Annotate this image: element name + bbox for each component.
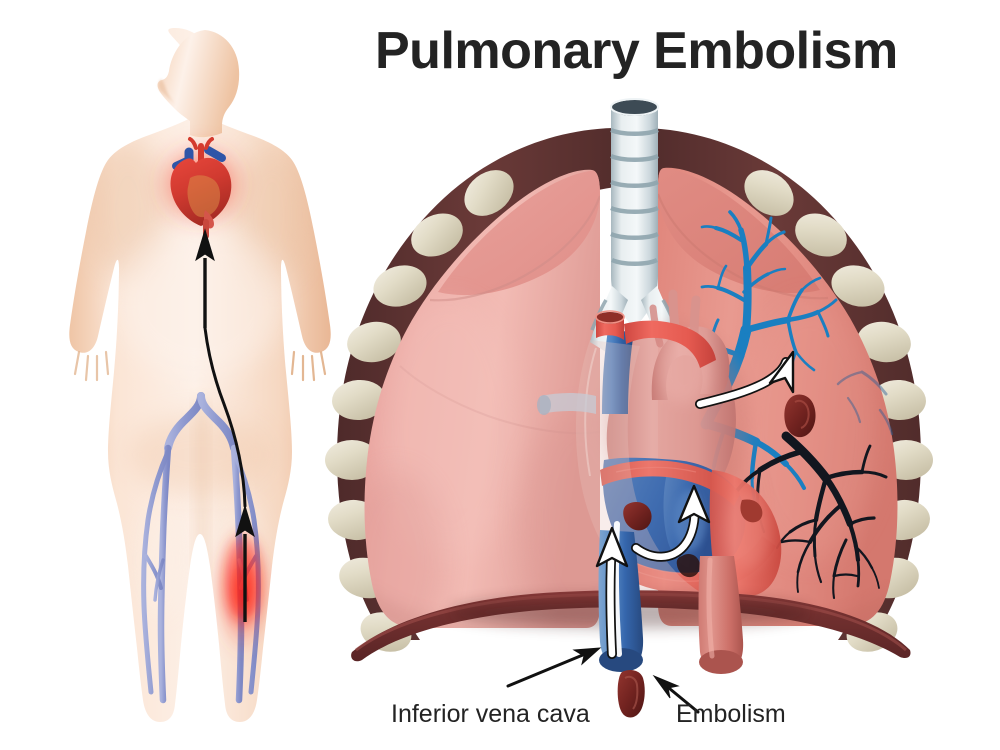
right-hand bbox=[290, 350, 327, 382]
left-hand bbox=[73, 350, 110, 382]
flow-arrow-right-heart bbox=[631, 484, 711, 562]
label-leader-arrows bbox=[506, 647, 700, 714]
thorax-cutaway bbox=[325, 98, 933, 718]
clot-path-arrows bbox=[195, 228, 255, 622]
dvt-inflammation-glow bbox=[213, 526, 273, 658]
chest-wall-right bbox=[630, 127, 921, 641]
body-heart bbox=[149, 134, 253, 239]
embolus-flow-arrows bbox=[595, 350, 795, 659]
label-inferior-vena-cava: Inferior vena cava bbox=[391, 700, 590, 728]
label-embolism: Embolism bbox=[676, 700, 786, 728]
embolism-specimen bbox=[617, 670, 645, 718]
chest-wall bbox=[337, 127, 628, 641]
pulmonary-vein-ghost bbox=[836, 370, 894, 436]
lung-left bbox=[364, 169, 600, 629]
flow-arrow-pulmonary-artery bbox=[695, 350, 795, 409]
trachea-lumen bbox=[611, 100, 658, 116]
face-profile-shadow bbox=[158, 79, 176, 105]
page-title: Pulmonary Embolism bbox=[375, 22, 898, 80]
flow-arrow-ivc bbox=[595, 526, 629, 659]
heart bbox=[537, 289, 782, 597]
head-profile bbox=[157, 30, 240, 138]
lodged-embolus bbox=[784, 394, 816, 438]
superior-vena-cava bbox=[602, 330, 634, 414]
clot-in-right-atrium bbox=[623, 502, 652, 531]
descending-aorta bbox=[698, 556, 744, 674]
